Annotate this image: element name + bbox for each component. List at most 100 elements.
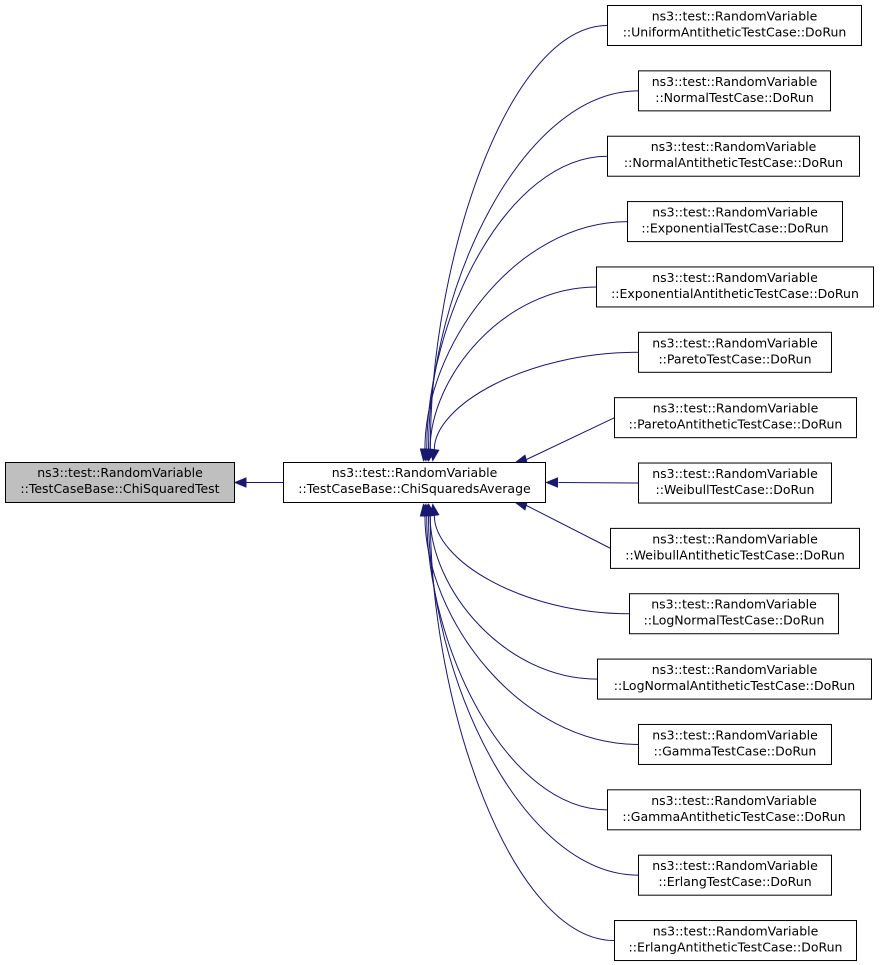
caller-node[interactable]: ns3::test::RandomVariable::GammaTestCase…: [638, 723, 832, 765]
caller-node-label-line2: ::LogNormalTestCase::DoRun: [644, 613, 825, 628]
edge-line: [424, 221, 628, 450]
edge-middle-to-focus: [233, 477, 284, 488]
caller-node-box: [597, 658, 872, 700]
focus-node-label-line1: ns3::test::RandomVariable: [37, 465, 203, 480]
caller-node-label-line2: ::WeibullTestCase::DoRun: [656, 482, 815, 497]
edge-line: [428, 90, 639, 450]
caller-node-label-line2: ::GammaAntitheticTestCase::DoRun: [622, 809, 845, 824]
edge-caller-to-middle: [545, 477, 639, 488]
caller-node-box: [638, 70, 831, 112]
edge-line: [526, 505, 611, 549]
edge-caller-to-middle: [419, 221, 628, 462]
caller-node-label-line1: ns3::test::RandomVariable: [652, 531, 818, 546]
caller-node-label-line1: ns3::test::RandomVariable: [652, 205, 818, 220]
focus-node[interactable]: ns3::test::RandomVariable ::TestCaseBase…: [5, 462, 235, 503]
edge-line: [429, 25, 608, 450]
caller-node-label-line1: ns3::test::RandomVariable: [652, 727, 818, 742]
edge-line: [424, 515, 639, 745]
caller-node-box: [607, 135, 860, 177]
caller-node-box: [596, 266, 874, 308]
caller-node-label-line1: ns3::test::RandomVariable: [652, 858, 818, 873]
caller-node-box: [607, 5, 862, 46]
edge-arrowhead: [545, 477, 558, 488]
caller-node-label-line2: ::WeibullAntitheticTestCase::DoRun: [625, 547, 845, 562]
caller-node[interactable]: ns3::test::RandomVariable::LogNormalAnti…: [597, 658, 872, 700]
caller-node-label-line1: ns3::test::RandomVariable: [652, 335, 818, 350]
edge-caller-to-middle: [514, 417, 615, 465]
caller-node-box: [614, 920, 857, 962]
caller-node[interactable]: ns3::test::RandomVariable::GammaAntithet…: [607, 789, 861, 831]
caller-node[interactable]: ns3::test::RandomVariable::WeibullAntith…: [610, 527, 860, 569]
caller-node-box: [607, 789, 861, 831]
caller-node-label-line1: ns3::test::RandomVariable: [651, 139, 817, 154]
caller-node-box: [638, 462, 832, 504]
caller-node-box: [638, 723, 832, 765]
edge-caller-to-middle: [419, 503, 639, 745]
graph-edges: [233, 25, 639, 942]
caller-node-label-line1: ns3::test::RandomVariable: [652, 662, 818, 677]
middle-node[interactable]: ns3::test::RandomVariable ::TestCaseBase…: [283, 462, 546, 503]
edge-arrowhead: [425, 503, 436, 517]
edge-line: [429, 515, 598, 680]
edge-caller-to-middle: [424, 503, 598, 680]
caller-node[interactable]: ns3::test::RandomVariable::ErlangTestCas…: [638, 854, 832, 896]
caller-node-label-line1: ns3::test::RandomVariable: [652, 466, 818, 481]
caller-node-label-line2: ::ErlangAntitheticTestCase::DoRun: [629, 940, 843, 955]
caller-node-label-line2: ::LogNormalAntitheticTestCase::DoRun: [614, 678, 855, 693]
caller-node-label-line2: ::GammaTestCase::DoRun: [654, 743, 817, 758]
focus-node-box: [5, 462, 235, 503]
edge-arrowhead: [233, 477, 247, 488]
edge-caller-to-middle: [429, 351, 639, 462]
caller-node[interactable]: ns3::test::RandomVariable::ExponentialAn…: [596, 266, 874, 308]
caller-node-label-line2: ::NormalAntitheticTestCase::DoRun: [624, 155, 843, 170]
middle-node-box: [283, 462, 546, 503]
edge-caller-to-middle: [429, 503, 630, 615]
edge-caller-to-middle: [514, 500, 611, 549]
caller-node-label-line2: ::ExponentialTestCase::DoRun: [641, 221, 828, 236]
caller-node-label-line2: ::ParetoTestCase::DoRun: [658, 351, 811, 366]
middle-node-label-line1: ns3::test::RandomVariable: [332, 465, 498, 480]
edge-line: [429, 286, 597, 450]
caller-node[interactable]: ns3::test::RandomVariable::LogNormalTest…: [629, 593, 839, 635]
edge-caller-to-middle: [425, 25, 608, 462]
caller-node[interactable]: ns3::test::RandomVariable::NormalTestCas…: [638, 70, 831, 112]
caller-node-label-line1: ns3::test::RandomVariable: [652, 74, 818, 89]
caller-node-label-line2: ::UniformAntitheticTestCase::DoRun: [623, 25, 847, 40]
edge-line: [526, 417, 615, 460]
caller-node[interactable]: ns3::test::RandomVariable::ErlangAntithe…: [614, 920, 857, 962]
caller-node-label-line1: ns3::test::RandomVariable: [652, 9, 818, 24]
caller-node-label-line1: ns3::test::RandomVariable: [651, 597, 817, 612]
caller-node[interactable]: ns3::test::RandomVariable::ExponentialTe…: [627, 201, 843, 243]
focus-node-label-line2: ::TestCaseBase::ChiSquaredTest: [20, 481, 219, 496]
edge-caller-to-middle: [424, 286, 597, 462]
caller-node-box: [610, 527, 860, 569]
caller-node-label-line1: ns3::test::RandomVariable: [652, 270, 818, 285]
caller-node-label-line2: ::NormalTestCase::DoRun: [655, 90, 814, 105]
edge-caller-to-middle: [425, 503, 615, 942]
caller-node[interactable]: ns3::test::RandomVariable::ParetoTestCas…: [638, 331, 832, 373]
caller-node-box: [638, 331, 832, 373]
caller-node-box: [638, 854, 832, 896]
edge-line: [426, 515, 608, 811]
caller-nodes: ns3::test::RandomVariable::UniformAntith…: [596, 5, 874, 962]
caller-node-label-line1: ns3::test::RandomVariable: [653, 924, 819, 939]
caller-node-box: [614, 397, 857, 439]
caller-node[interactable]: ns3::test::RandomVariable::ParetoAntithe…: [614, 397, 857, 439]
caller-node-label-line1: ns3::test::RandomVariable: [651, 793, 817, 808]
caller-node-label-line2: ::ErlangTestCase::DoRun: [658, 874, 811, 889]
edge-line: [426, 155, 608, 450]
caller-node-label-line2: ::ExponentialAntitheticTestCase::DoRun: [611, 286, 859, 301]
caller-node-label-line2: ::ParetoAntitheticTestCase::DoRun: [629, 417, 843, 432]
edge-arrowhead: [429, 448, 440, 462]
middle-node-label-line2: ::TestCaseBase::ChiSquaredsAverage: [298, 481, 531, 496]
edge-line: [429, 515, 615, 942]
caller-node[interactable]: ns3::test::RandomVariable::WeibullTestCa…: [638, 462, 832, 504]
caller-node[interactable]: ns3::test::RandomVariable::NormalAntithe…: [607, 135, 860, 177]
caller-node-box: [629, 593, 839, 635]
edge-line: [433, 515, 630, 615]
caller-node[interactable]: ns3::test::RandomVariable::UniformAntith…: [607, 5, 862, 46]
edge-line: [433, 351, 639, 450]
caller-node-label-line1: ns3::test::RandomVariable: [653, 401, 819, 416]
edge-line: [558, 482, 639, 484]
